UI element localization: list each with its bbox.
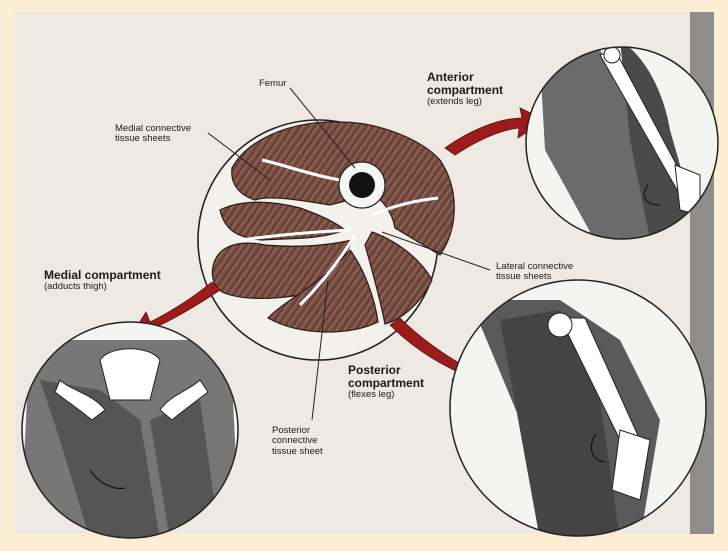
medial-compartment-label: Medial compartment (adducts thigh) [44,268,161,293]
sheet-line [239,228,351,242]
femur-label: Femur [259,78,287,89]
thigh-cross-section [197,87,491,421]
posterior-muscle-group [267,249,379,333]
femur-leader [289,87,356,169]
femur-marrow [349,172,375,198]
medial-view-circle [21,321,239,539]
posterior-view-circle [449,279,707,537]
lateral-muscle-group [364,231,433,325]
lateral-sheet-line [371,196,439,217]
posterior-sheet-leader [311,279,329,421]
lateral-sheet-leader [381,231,491,271]
medial-sheet-leader [207,132,271,181]
medial-sheet-line [261,158,341,182]
posterior-sheet-line [298,234,357,307]
anterior-view-circle [525,46,719,240]
